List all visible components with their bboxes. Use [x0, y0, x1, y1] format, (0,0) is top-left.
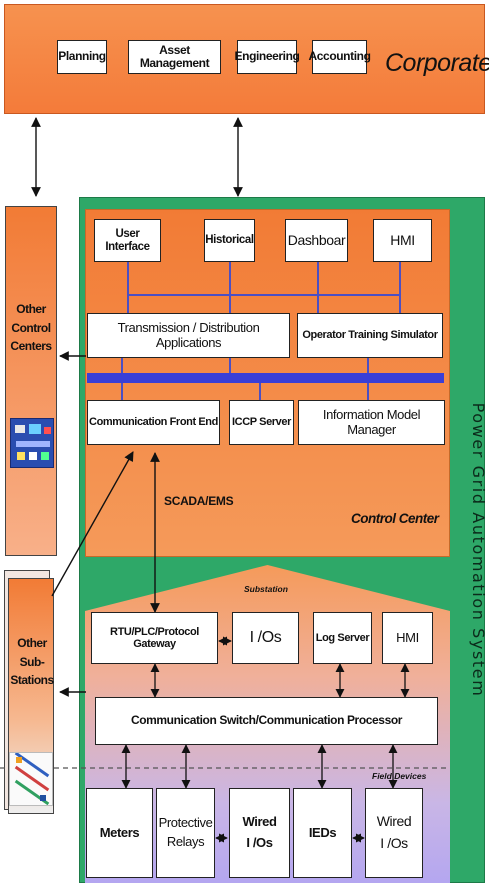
- wired-ios-box-2: Wired I /Os: [365, 788, 423, 878]
- control-center-bus: [87, 373, 444, 383]
- engineering-box: Engineering: [237, 40, 297, 74]
- planning-box: Planning: [57, 40, 107, 74]
- iccp-server-box: ICCP Server: [229, 400, 294, 445]
- control-center-title: Control Center: [351, 511, 439, 526]
- meters-box: Meters: [86, 788, 153, 878]
- field-devices-label: Field Devices: [372, 771, 426, 781]
- ieds-box: IEDs: [293, 788, 352, 878]
- communication-front-end-box: Communication Front End: [87, 400, 220, 445]
- information-model-manager-box: Information Model Manager: [298, 400, 445, 445]
- user-interface-box: User Interface: [94, 219, 161, 262]
- asset-management-box: Asset Management: [128, 40, 221, 74]
- protective-relays-label-2: Relays: [167, 835, 204, 850]
- protective-relays-label-1: Protective: [159, 816, 213, 831]
- accounting-box: Accounting: [312, 40, 367, 74]
- oss-line-3: Stations: [9, 671, 55, 690]
- log-server-box: Log Server: [313, 612, 372, 664]
- occ-line-3: Centers: [6, 337, 56, 356]
- oss-line-1: Other: [9, 634, 55, 653]
- transmission-distribution-box: Transmission / Distribution Applications: [87, 313, 290, 358]
- control-center-thumbnail-icon: [10, 418, 54, 468]
- protective-relays-box: Protective Relays: [156, 788, 215, 878]
- substation-title: Substation: [244, 584, 288, 594]
- scada-ems-label: SCADA/EMS: [164, 494, 233, 508]
- hmi-box-substation: HMI: [382, 612, 433, 664]
- rtu-plc-gateway-box: RTU/PLC/Protocol Gateway: [91, 612, 218, 664]
- meters-label: Meters: [100, 826, 140, 841]
- historical-box: Historical: [204, 219, 255, 262]
- wired-ios-box-1: Wired I /Os: [229, 788, 290, 878]
- other-control-centers-label: Other Control Centers: [6, 300, 56, 356]
- substation-thumbnail-icon: [9, 752, 53, 806]
- wired-ios-label-2b: I /Os: [380, 836, 408, 852]
- oss-line-2: Sub-: [9, 653, 55, 672]
- wired-ios-label-2a: Wired: [377, 814, 412, 830]
- occ-line-1: Other: [6, 300, 56, 319]
- ieds-label: IEDs: [309, 826, 336, 841]
- wired-ios-label-1b: I /Os: [246, 836, 272, 851]
- arrow-other-substations-to-cfe: [52, 452, 133, 596]
- top-app-connectors: [128, 262, 400, 313]
- power-grid-automation-system-title: Power Grid Automation System: [464, 340, 488, 760]
- wired-ios-label-1a: Wired: [243, 815, 277, 830]
- ios-box: I /Os: [232, 612, 299, 664]
- other-substations-label: Other Sub- Stations: [9, 634, 55, 690]
- communication-switch-box: Communication Switch/Communication Proce…: [95, 697, 438, 745]
- operator-training-simulator-box: Operator Training Simulator: [297, 313, 443, 358]
- corporate-title: Corporate: [385, 49, 489, 78]
- hmi-box-control: HMI: [373, 219, 432, 262]
- occ-line-2: Control: [6, 319, 56, 338]
- dashboard-box: Dashboar: [285, 219, 348, 262]
